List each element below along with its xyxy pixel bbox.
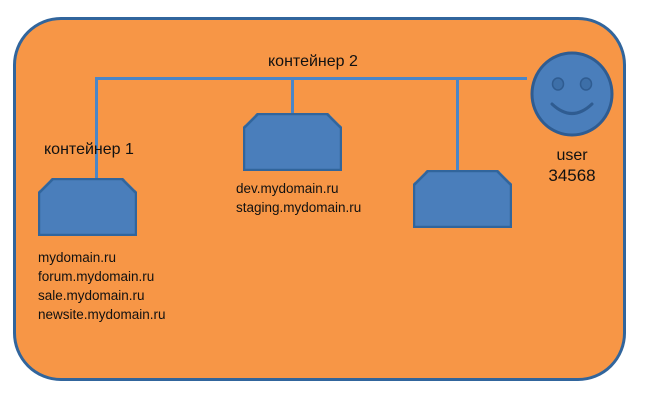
container2-label: контейнер 2: [268, 53, 358, 70]
domain-item: sale.mydomain.ru: [38, 288, 145, 303]
domain-item: mydomain.ru: [38, 250, 117, 265]
bus-line-horizontal: [95, 77, 527, 80]
container2b-box[interactable]: [413, 170, 512, 228]
container2a-box[interactable]: [243, 113, 342, 171]
container1-domain-list: mydomain.ru forum.mydomain.ru sale.mydom…: [38, 248, 166, 324]
user-id-label: 34568: [548, 166, 596, 185]
container2a-domain-list: dev.mydomain.ru staging.mydomain.ru: [236, 179, 361, 217]
domain-item: newsite.mydomain.ru: [38, 307, 166, 322]
smiley-face-icon[interactable]: [530, 51, 614, 137]
domain-item: dev.mydomain.ru: [236, 181, 339, 196]
connector-to-container2a: [291, 77, 294, 117]
connector-to-container2b: [456, 77, 459, 175]
domain-item: forum.mydomain.ru: [38, 269, 155, 284]
user-name-label: user: [556, 147, 588, 164]
container1-label: контейнер 1: [44, 141, 134, 158]
domain-item: staging.mydomain.ru: [236, 200, 362, 215]
connector-to-container1: [95, 77, 98, 181]
container1-box[interactable]: [38, 178, 137, 236]
